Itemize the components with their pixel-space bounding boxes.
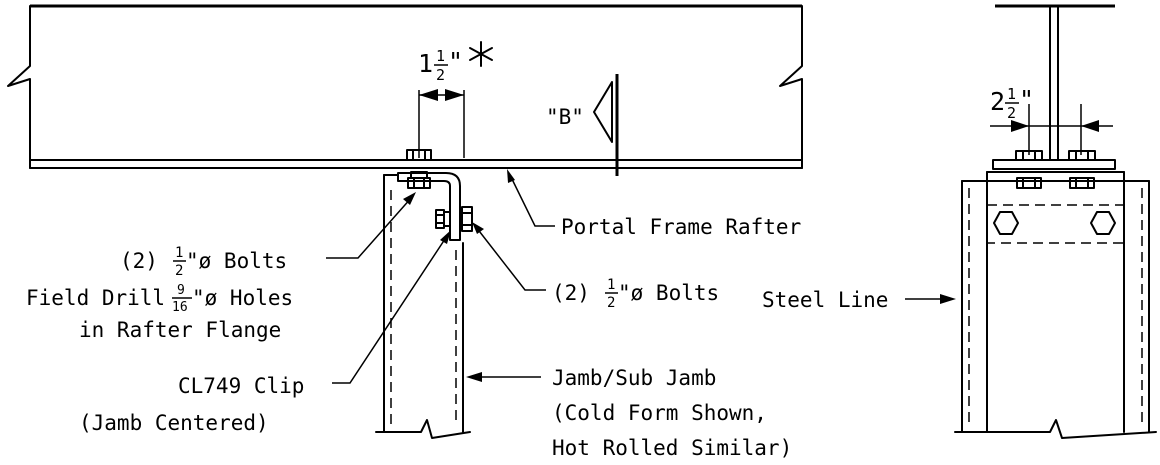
cl749-clip	[397, 172, 461, 241]
rafter-bolt	[406, 149, 432, 189]
field-drill-note: Field Drill 9 16 "ø Holes in Rafter Flan…	[26, 283, 293, 342]
dim-left-whole: 1	[418, 49, 433, 78]
bolts-left-num: 1	[175, 245, 183, 261]
portal-frame-rafter	[7, 4, 803, 169]
bolts-right-prefix: (2)	[552, 281, 590, 305]
bolts-left-suffix: "ø Bolts	[186, 249, 287, 273]
asterisk-mark	[469, 41, 493, 67]
portal-rafter-label: Portal Frame Rafter	[561, 215, 801, 239]
field-drill-prefix: Field Drill	[26, 286, 165, 310]
dim-left-num: 1	[436, 47, 445, 65]
jamb-line1: Jamb/Sub Jamb	[552, 366, 716, 390]
dim-left-unit: "	[448, 47, 463, 76]
dim-right-unit: "	[1019, 85, 1034, 114]
weld-symbol: "B"	[546, 74, 619, 176]
clip-line2: (Jamb Centered)	[79, 411, 269, 435]
dim-right-num: 1	[1007, 85, 1016, 103]
bolts-left-prefix: (2)	[120, 249, 158, 273]
dim-right-den: 2	[1007, 104, 1016, 122]
bolts-left-callout: (2) 1 2 "ø Bolts	[120, 192, 416, 279]
top-bolts-elevation	[1015, 150, 1096, 189]
dimension-1-5: 1 1 2 "	[418, 41, 493, 158]
field-drill-num: 9	[177, 283, 185, 298]
jamb-callout: Jamb/Sub Jamb (Cold Form Shown, Hot Roll…	[466, 366, 792, 460]
clip-elevation	[986, 204, 1125, 244]
field-drill-suffix: "ø Holes	[192, 286, 293, 310]
field-drill-den: 16	[172, 300, 188, 315]
bolts-right-suffix: "ø Bolts	[618, 281, 719, 305]
bolts-right-num: 1	[607, 277, 615, 293]
clip-callout: CL749 Clip (Jamb Centered)	[79, 230, 451, 435]
clip-line1: CL749 Clip	[178, 374, 304, 398]
steel-line-label: Steel Line	[762, 288, 888, 312]
bolts-left-den: 2	[175, 263, 183, 279]
dimension-2-5: 2 1 2 "	[990, 85, 1113, 155]
bolts-right-callout: (2) 1 2 "ø Bolts	[472, 222, 719, 311]
dim-right-whole: 2	[990, 87, 1005, 116]
field-drill-line2: in Rafter Flange	[79, 318, 281, 342]
jamb-side-view	[375, 174, 471, 439]
rafter-callout: Portal Frame Rafter	[507, 169, 801, 239]
jamb-elevation	[954, 171, 1157, 439]
clip-bolt	[435, 206, 473, 232]
weld-b-label: "B"	[546, 105, 584, 129]
jamb-line3: Hot Rolled Similar)	[552, 436, 792, 460]
steel-line-callout: Steel Line	[762, 288, 956, 312]
bolts-right-den: 2	[607, 295, 615, 311]
dim-left-den: 2	[436, 66, 445, 84]
jamb-line2: (Cold Form Shown,	[552, 401, 767, 425]
rafter-section	[992, 4, 1116, 170]
